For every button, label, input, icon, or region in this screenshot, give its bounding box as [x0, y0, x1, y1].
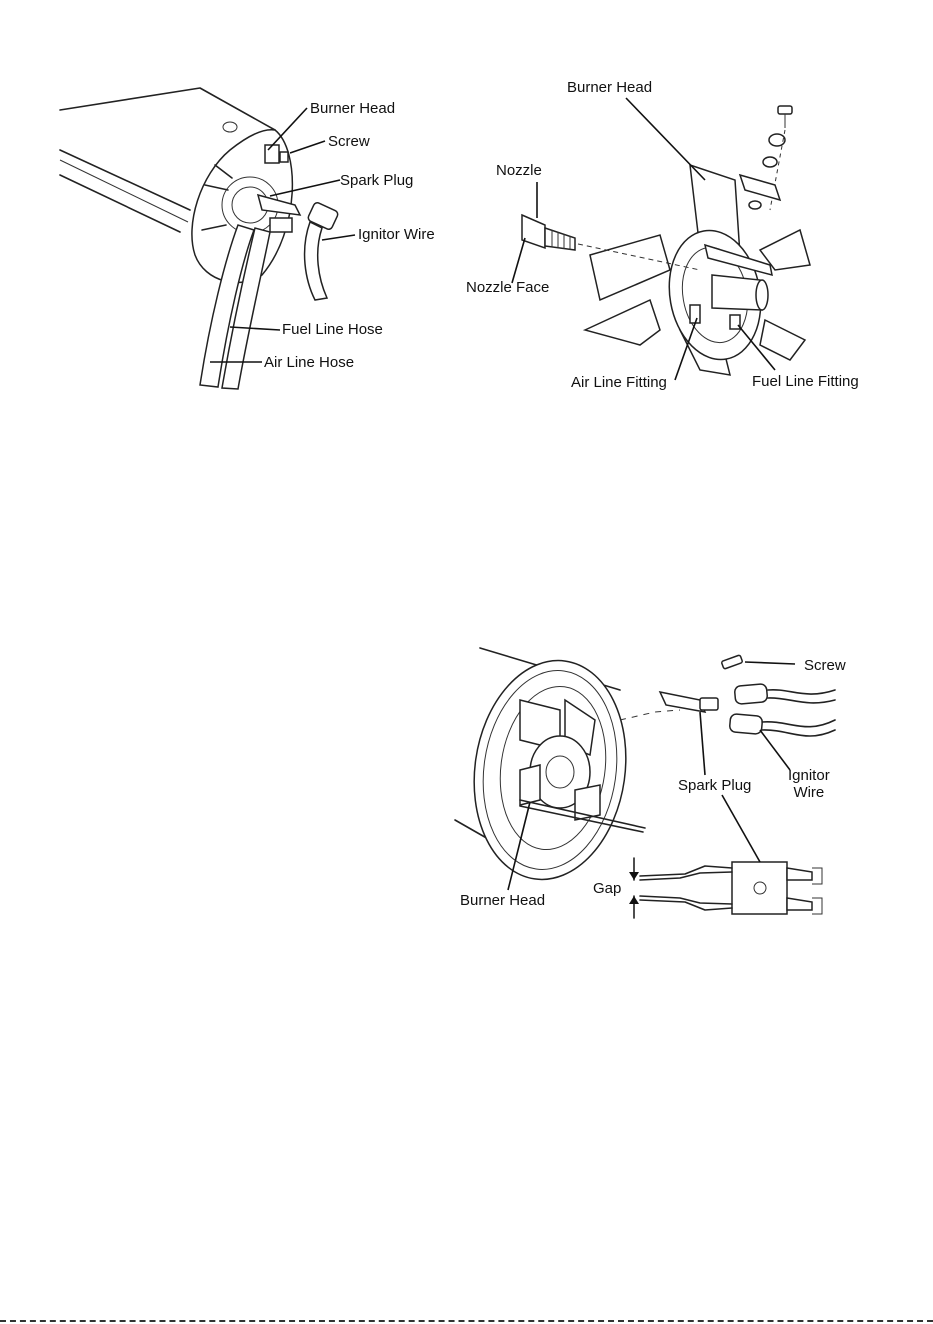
label-fig1-fuel-line-hose: Fuel Line Hose: [282, 321, 383, 338]
label-fig1-screw: Screw: [328, 133, 370, 150]
label-fig3-gap: Gap: [593, 880, 621, 897]
screw-shape: [721, 655, 743, 669]
ignitor-wire-shape: [305, 201, 339, 300]
cylinder-bolt-icon: [223, 122, 237, 132]
screw-head-icon: [265, 145, 279, 163]
label-fig2-nozzle: Nozzle: [496, 162, 542, 179]
spark-plug-top: [660, 692, 718, 712]
label-fig2-nozzle-face: Nozzle Face: [466, 279, 549, 296]
label-fig2-fuel-line-fitting: Fuel Line Fitting: [752, 373, 859, 390]
spark-plug-exploded: [740, 175, 780, 200]
burner-plate: [192, 130, 300, 283]
figure-spark-plug-gap: [455, 648, 835, 918]
label-fig1-ignitor-wire: Ignitor Wire: [358, 226, 435, 243]
figure-exploded-burner-head: [512, 98, 810, 380]
air-line-fitting-shape: [690, 305, 700, 323]
label-fig2-burner-head: Burner Head: [567, 79, 652, 96]
spark-plug-gap-detail: [629, 858, 822, 918]
label-fig3-burner-head: Burner Head: [460, 892, 545, 909]
label-fig2-air-line-fitting: Air Line Fitting: [571, 374, 667, 391]
page-bottom-border: [0, 1320, 933, 1322]
label-fig1-spark-plug: Spark Plug: [340, 172, 413, 189]
ignitor-wire-boots: [729, 684, 835, 736]
label-fig3-spark-plug: Spark Plug: [678, 777, 751, 794]
fuel-line-fitting-shape: [730, 315, 740, 329]
label-fig3-screw: Screw: [804, 657, 846, 674]
label-fig1-air-line-hose: Air Line Hose: [264, 354, 354, 371]
label-fig3-ignitor-wire: Ignitor Wire: [788, 767, 830, 801]
label-fig1-burner-head: Burner Head: [310, 100, 395, 117]
screw-washer-stack: [740, 106, 792, 210]
